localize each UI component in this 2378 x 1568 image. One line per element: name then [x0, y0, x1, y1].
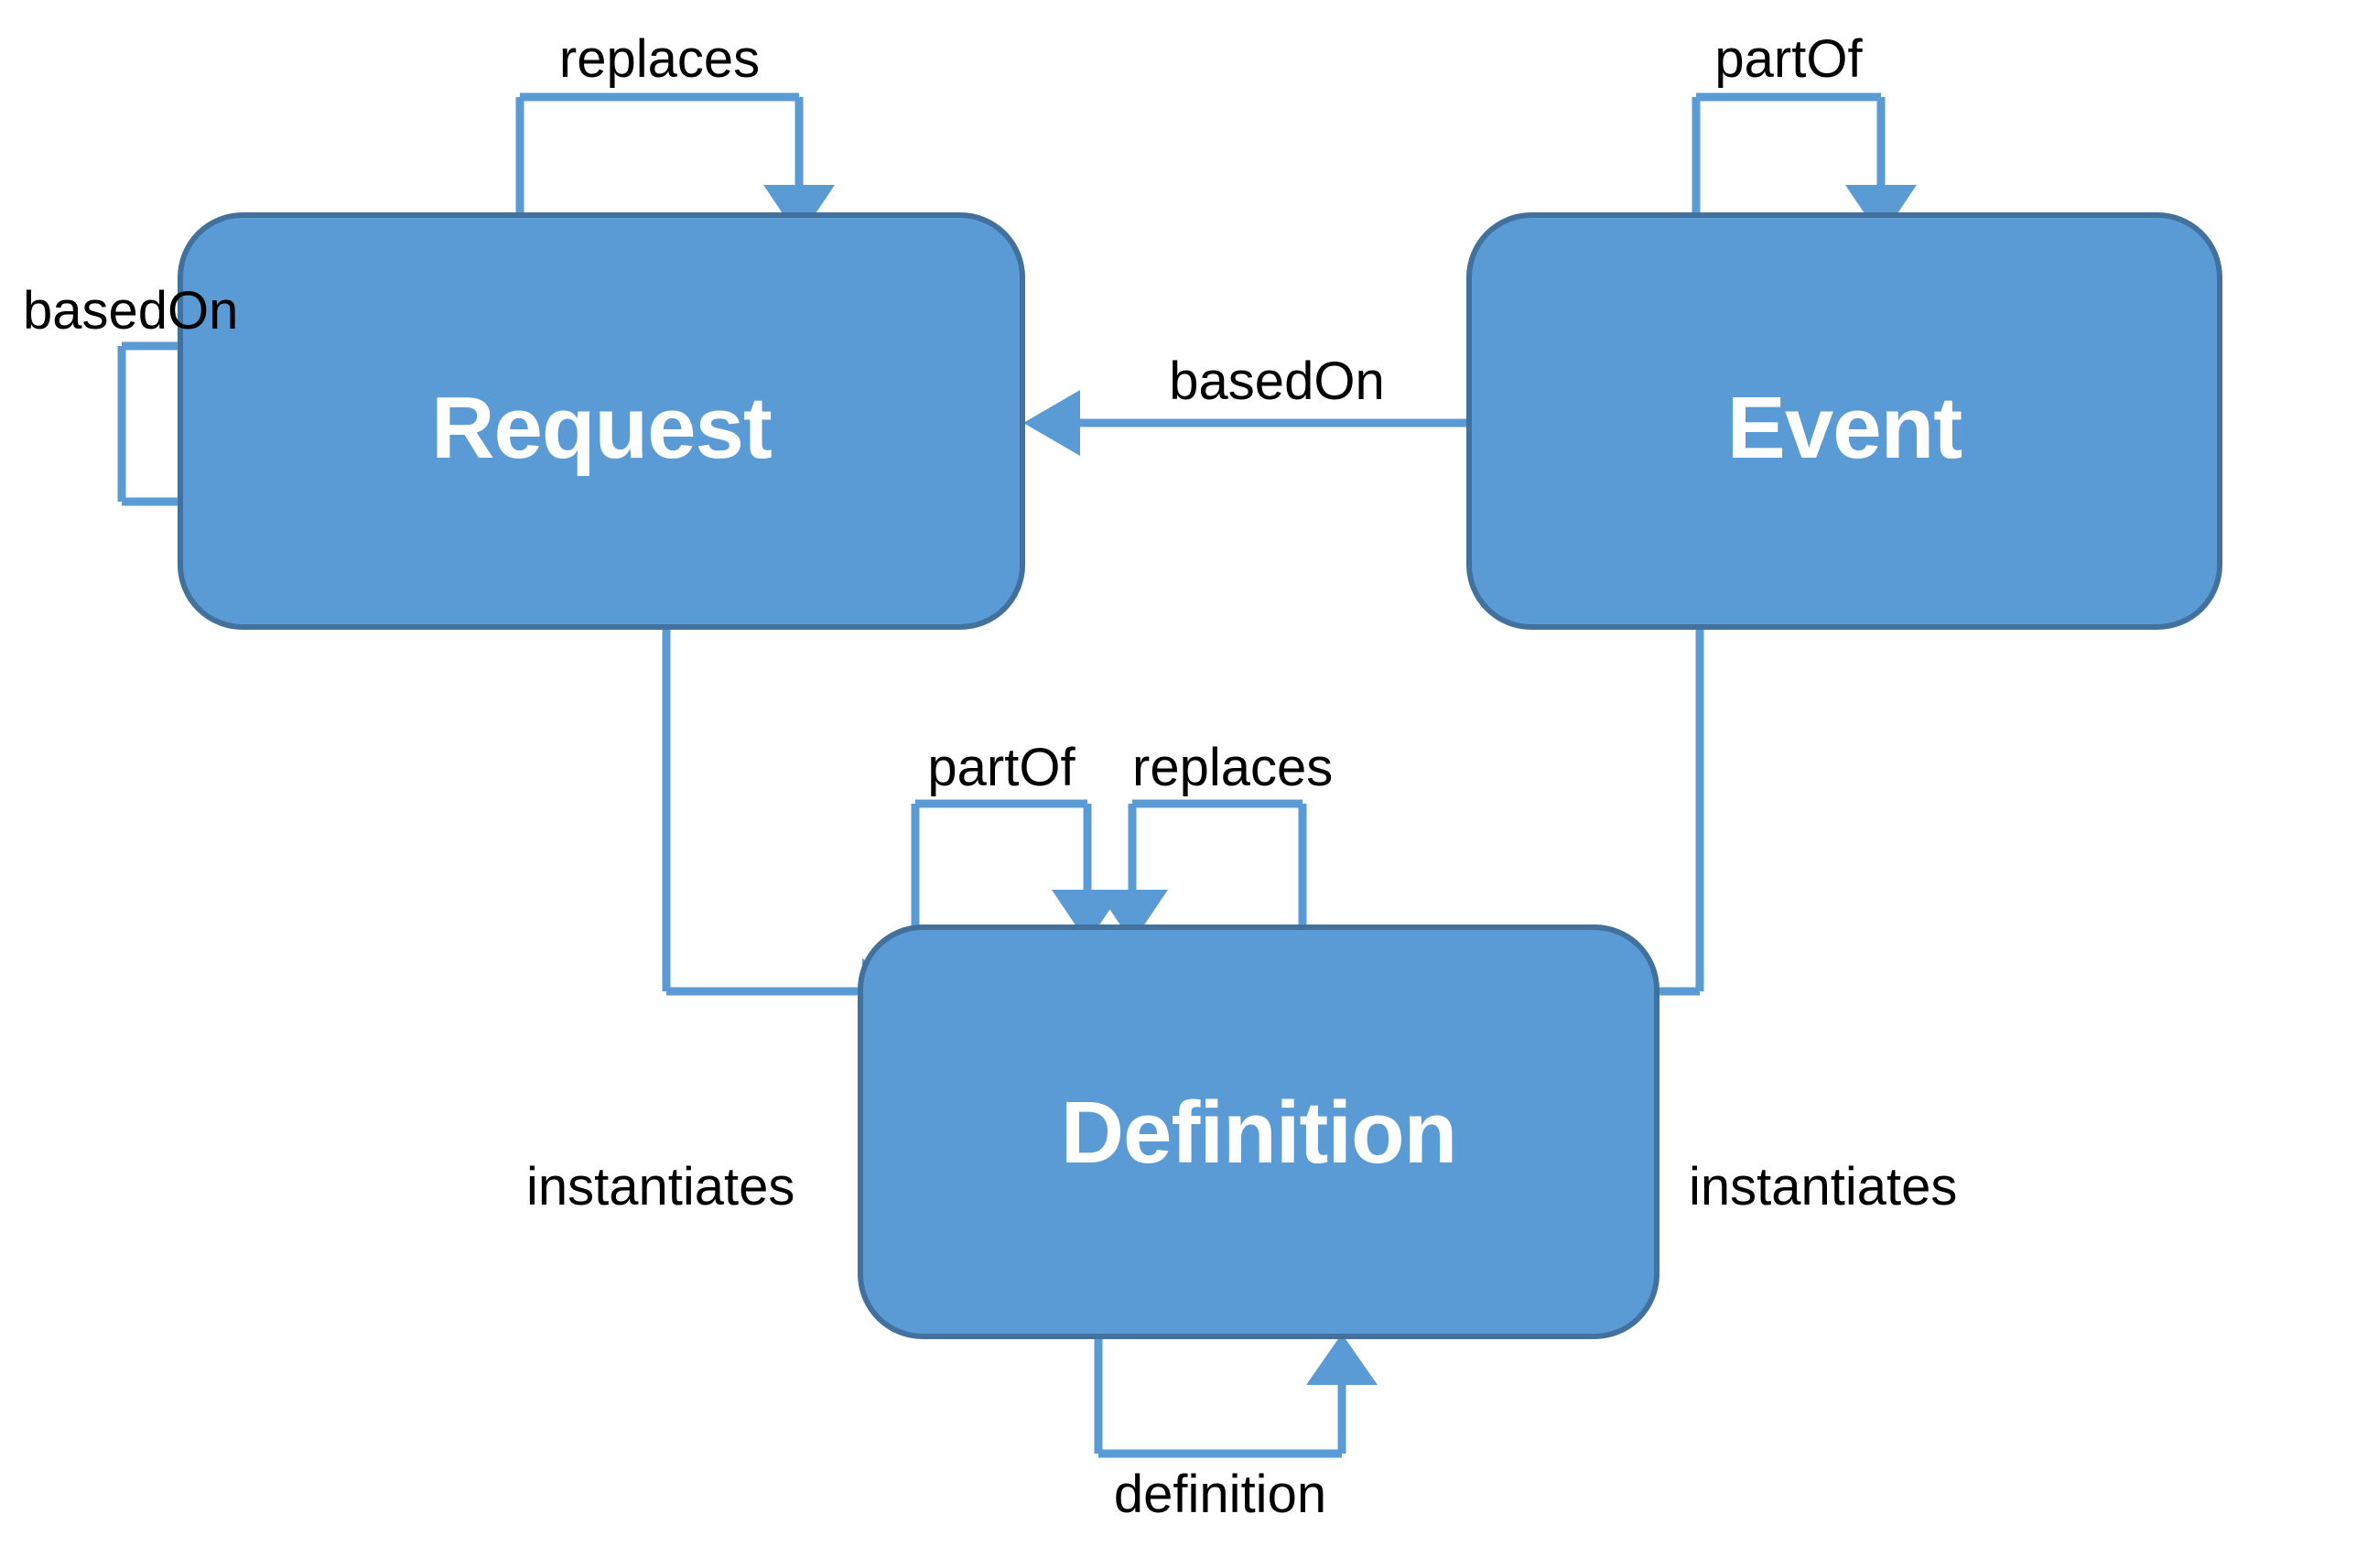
edge-definition-partof-self — [911, 799, 1123, 943]
edge-definition-definition-self — [1094, 1334, 1378, 1458]
node-request[interactable] — [178, 212, 1025, 630]
edge-event-basedon-request — [1023, 390, 1469, 456]
node-definition[interactable] — [858, 925, 1659, 1339]
node-event[interactable] — [1466, 212, 2222, 630]
edge-definition-replaces-self — [1097, 799, 1307, 943]
